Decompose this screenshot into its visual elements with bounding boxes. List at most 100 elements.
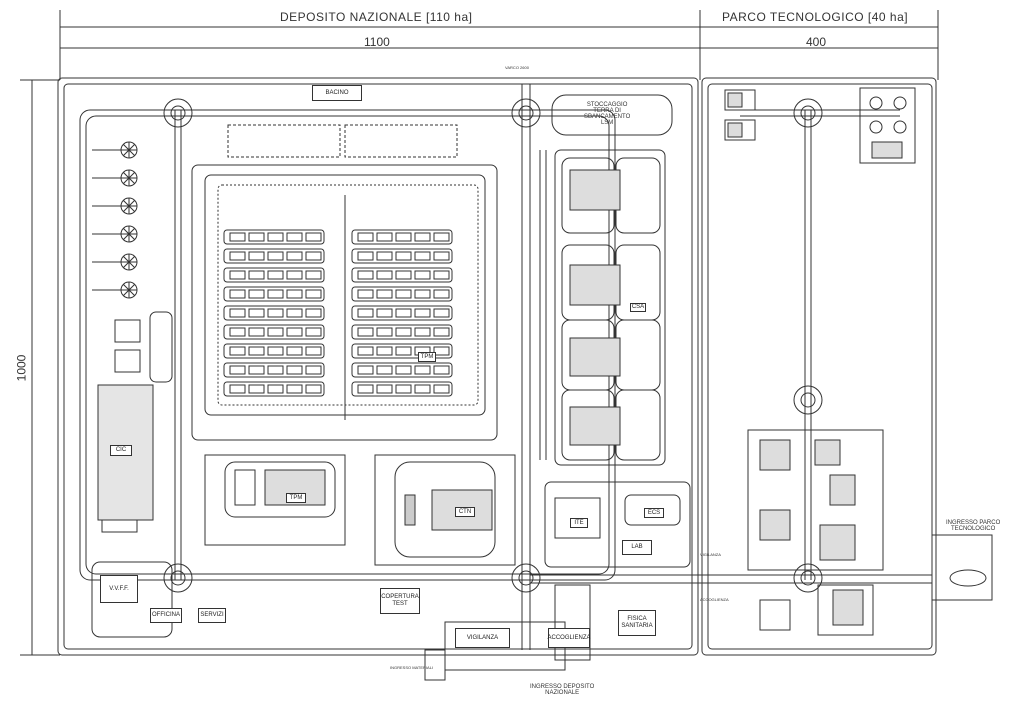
cell-module: [433, 365, 450, 375]
vigilanza-label: VIGILANZA: [455, 628, 510, 648]
cell-row: [351, 305, 453, 321]
parco-title: PARCO TECNOLOGICO [40 ha]: [722, 10, 909, 24]
csa-label: CSA: [630, 303, 646, 312]
cell-module: [267, 365, 284, 375]
cell-module: [305, 289, 322, 299]
cell-module: [267, 289, 284, 299]
cell-module: [357, 365, 374, 375]
cell-module: [267, 251, 284, 261]
cell-row: [351, 324, 453, 340]
cell-module: [414, 365, 431, 375]
cell-module: [286, 346, 303, 356]
accoglienza-label: ACCOGLIENZA: [548, 628, 591, 648]
deposito-boundary: [57, 77, 699, 656]
cell-module: [376, 346, 393, 356]
cell-module: [286, 289, 303, 299]
cell-module: [229, 308, 246, 318]
cell-row: [223, 267, 325, 283]
cell-module: [433, 327, 450, 337]
ctn-label: CTN: [455, 507, 475, 517]
cell-row: [351, 362, 453, 378]
tpm-label-2: TPM: [286, 493, 306, 503]
cell-module: [286, 384, 303, 394]
cell-module: [395, 270, 412, 280]
officina-label: OFFICINA: [150, 608, 182, 623]
cell-module: [376, 270, 393, 280]
cell-row: [223, 362, 325, 378]
cell-row: [223, 229, 325, 245]
cell-module: [267, 327, 284, 337]
cell-module: [286, 327, 303, 337]
ingresso-parco-line1: INGRESSO PARCO: [946, 520, 1001, 526]
cell-module: [248, 289, 265, 299]
stoccaggio-line3: SBANCAMENTO: [584, 114, 631, 120]
cell-module: [395, 365, 412, 375]
cell-module: [357, 251, 374, 261]
cell-module: [305, 251, 322, 261]
cell-module: [267, 384, 284, 394]
parco-buildings: [724, 87, 916, 636]
vigilanza-small-label: VIGILANZA: [700, 552, 721, 557]
cell-row: [351, 381, 453, 397]
varco-label: VARCO 2600: [505, 65, 529, 70]
copertura-line1: COPERTURA: [381, 594, 419, 601]
cell-module: [305, 232, 322, 242]
cell-row: [223, 286, 325, 302]
cell-module: [286, 270, 303, 280]
bacino-label: BACINO: [312, 85, 362, 101]
cell-module: [395, 232, 412, 242]
cell-module: [286, 232, 303, 242]
copertura-test: COPERTURA TEST: [380, 588, 420, 614]
disposal-cells: [223, 229, 453, 397]
parco-boundary: [701, 77, 937, 656]
cell-module: [376, 232, 393, 242]
cell-row: [223, 343, 325, 359]
vvff-label: V.V.F.F.: [100, 575, 138, 603]
tpm-label-1: TPM: [418, 352, 436, 362]
cell-module: [248, 346, 265, 356]
cell-module: [229, 346, 246, 356]
cell-module: [433, 251, 450, 261]
disposal-area: [191, 164, 498, 441]
cell-module: [414, 308, 431, 318]
cell-module: [305, 270, 322, 280]
cell-module: [414, 384, 431, 394]
cell-module: [229, 251, 246, 261]
radial-spoke: [122, 171, 136, 185]
radial-spoke: [122, 255, 136, 269]
cell-module: [248, 232, 265, 242]
cell-module: [376, 384, 393, 394]
radial-structures: [92, 141, 138, 299]
cell-module: [357, 289, 374, 299]
cell-row: [223, 248, 325, 264]
cell-row: [351, 248, 453, 264]
cell-module: [357, 308, 374, 318]
cell-module: [433, 289, 450, 299]
cell-module: [248, 384, 265, 394]
cell-module: [286, 365, 303, 375]
cell-module: [305, 308, 322, 318]
height-total: 1000: [14, 354, 29, 382]
cell-module: [248, 251, 265, 261]
cell-module: [414, 270, 431, 280]
cell-module: [433, 308, 450, 318]
cell-module: [357, 384, 374, 394]
cell-row: [223, 381, 325, 397]
ingresso-nazionale-line2: NAZIONALE: [545, 690, 580, 696]
copertura-line2: TEST: [392, 601, 408, 607]
cell-row: [351, 343, 453, 359]
cic-label: CIC: [110, 445, 132, 456]
cell-row: [223, 305, 325, 321]
cell-module: [286, 308, 303, 318]
fisica-line2: SANITARIA: [621, 623, 653, 629]
cell-module: [267, 346, 284, 356]
width-parco: 400: [806, 35, 827, 49]
fisica-line1: FISICA: [627, 616, 647, 623]
width-deposito: 1100: [364, 35, 390, 49]
radial-spoke: [122, 283, 136, 297]
cell-module: [357, 327, 374, 337]
cell-module: [433, 384, 450, 394]
ingresso-materiali-label: INGRESSO MATERIALI: [390, 665, 434, 670]
cell-module: [376, 308, 393, 318]
